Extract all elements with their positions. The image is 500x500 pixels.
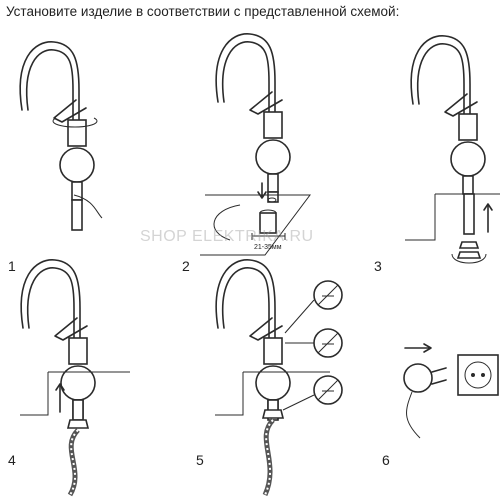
step4-countertop-and-hose — [20, 371, 130, 497]
step2-countertop — [200, 182, 311, 256]
step2-faucet-illustration — [215, 33, 291, 203]
step-number-4: 4 — [8, 452, 16, 468]
step6-plug-and-socket — [403, 343, 499, 439]
step-number-5: 5 — [196, 452, 204, 468]
step-number-2: 2 — [182, 258, 190, 274]
step3-faucet-illustration — [410, 35, 486, 195]
dimension-label: 21-35мм — [254, 244, 282, 251]
step5-countertop-and-hose — [215, 280, 343, 497]
step3-countertop — [405, 193, 500, 264]
step5-faucet-illustration — [215, 259, 291, 419]
watermark: SHOP ELEKTRIKA.RU — [140, 228, 314, 245]
step4-faucet-illustration — [20, 259, 96, 419]
step-number-6: 6 — [382, 452, 390, 468]
step-number-3: 3 — [374, 258, 382, 274]
instruction-heading: Установите изделие в соответствии с пред… — [6, 4, 400, 19]
step1-faucet-illustration — [19, 41, 103, 231]
step-number-1: 1 — [8, 258, 16, 274]
